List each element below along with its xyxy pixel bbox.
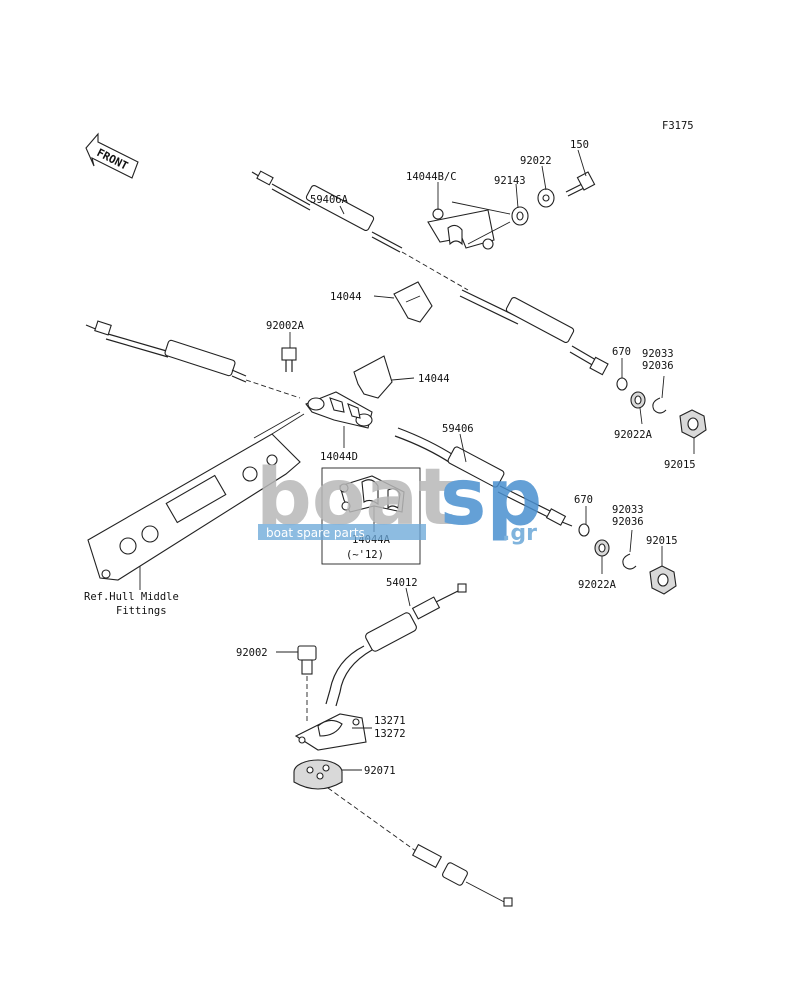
front-arrow-icon: FRONT xyxy=(85,132,139,179)
circlip-92033-upper xyxy=(652,397,667,414)
clip-14044-mid xyxy=(353,355,393,399)
washer-92022a-upper xyxy=(630,391,646,409)
label-14044bc: 14044B/C xyxy=(406,171,457,183)
watermark-tagline: boat spare parts xyxy=(266,526,365,540)
bolt-92002a xyxy=(281,347,297,372)
label-92036-lower: 92036 xyxy=(612,516,644,528)
collar-92143 xyxy=(511,206,529,226)
label-14044d: 14044D xyxy=(320,451,358,463)
bracket-14044d xyxy=(305,391,373,429)
label-92022a-lower: 92022A xyxy=(578,579,617,591)
bracket-14044a-box xyxy=(321,467,421,565)
label-92143: 92143 xyxy=(494,175,526,187)
bracket-14044bc xyxy=(427,201,511,250)
cable-54012 xyxy=(325,583,513,907)
watermark: boat sp .gr boat spare parts xyxy=(256,453,542,546)
label-14044a-note: (~'12) xyxy=(346,549,384,561)
plate-13271 xyxy=(294,713,367,751)
nut-92015-lower xyxy=(649,565,677,595)
label-59406: 59406 xyxy=(442,423,474,435)
label-54012: 54012 xyxy=(386,577,418,589)
label-13271: 13271 xyxy=(374,715,406,727)
label-92022-top: 92022 xyxy=(520,155,552,167)
label-670-lower: 670 xyxy=(574,494,593,506)
label-ref-line1: Ref.Hull Middle xyxy=(84,591,179,603)
label-59406a: 59406A xyxy=(310,194,349,206)
figure-code: F3175 xyxy=(662,120,694,132)
label-92033-upper: 92033 xyxy=(642,348,674,360)
bolt-150 xyxy=(565,171,596,197)
label-150: 150 xyxy=(570,139,589,151)
label-14044-mid: 14044 xyxy=(418,373,450,385)
label-92002a: 92002A xyxy=(266,320,305,332)
label-14044-upper: 14044 xyxy=(330,291,362,303)
watermark-sp: sp xyxy=(440,453,542,543)
hull-middle-fittings xyxy=(87,411,305,581)
callout-labels: 150 92022 92143 14044B/C 59406A 14044 92… xyxy=(84,139,696,777)
label-92071: 92071 xyxy=(364,765,396,777)
grommet-92071 xyxy=(293,759,343,790)
clip-14044-upper xyxy=(393,281,433,323)
o-ring-670-lower xyxy=(578,523,590,537)
label-670-upper: 670 xyxy=(612,346,631,358)
nut-92015-upper xyxy=(679,409,707,439)
leader-lines xyxy=(139,149,695,771)
label-92022a-upper: 92022A xyxy=(614,429,653,441)
label-13272: 13272 xyxy=(374,728,406,740)
label-92002: 92002 xyxy=(236,647,268,659)
label-ref-line2: Fittings xyxy=(116,605,167,617)
cable-59406 xyxy=(85,320,573,527)
washer-92022-top xyxy=(537,188,555,208)
label-92033-lower: 92033 xyxy=(612,504,644,516)
washer-92022a-lower xyxy=(594,539,610,557)
bolt-92002 xyxy=(297,645,317,724)
watermark-gr: .gr xyxy=(502,521,537,546)
label-92015-lower: 92015 xyxy=(646,535,678,547)
circlip-92033-lower xyxy=(622,553,637,570)
label-92036-upper: 92036 xyxy=(642,360,674,372)
label-92015-upper: 92015 xyxy=(664,459,696,471)
o-ring-670-upper xyxy=(616,377,628,391)
cable-59406a xyxy=(251,170,609,376)
